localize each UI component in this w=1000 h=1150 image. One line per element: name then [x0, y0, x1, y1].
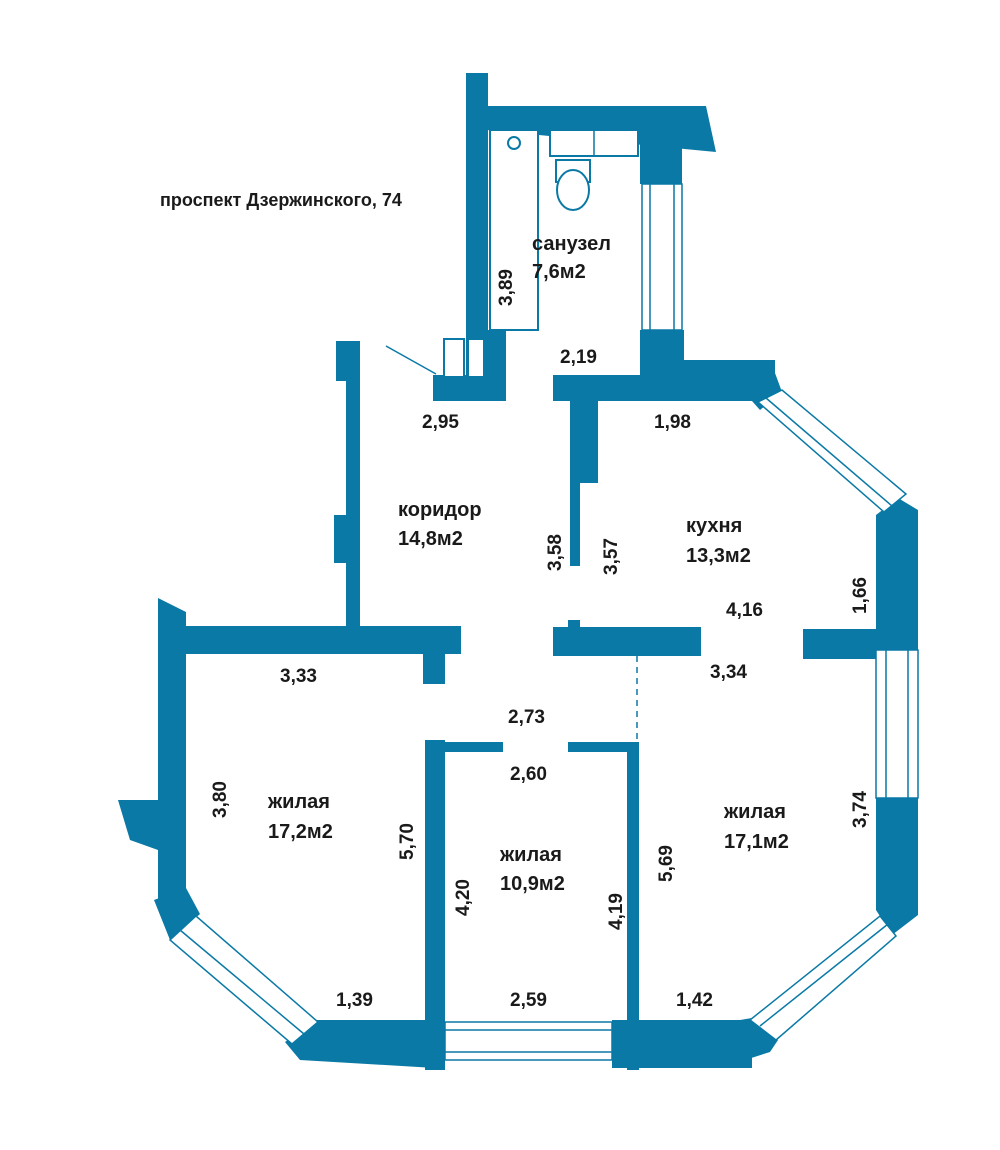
wall: [118, 800, 158, 850]
wall: [627, 742, 639, 1070]
room-area-living-middle: 10,9м2: [500, 873, 565, 895]
wall: [346, 381, 360, 631]
dimension-label: 4,16: [726, 600, 763, 621]
wall: [186, 626, 461, 654]
wall: [740, 1018, 778, 1060]
wall: [158, 598, 186, 905]
wall: [334, 515, 360, 563]
wall: [640, 128, 682, 184]
shaft: [467, 338, 485, 378]
window-pane: [765, 397, 893, 507]
dimension-label: 2,19: [560, 347, 597, 368]
dimension-label: 2,59: [510, 990, 547, 1011]
dimension-label: 1,66: [850, 577, 871, 614]
room-area-corridor: 14,8м2: [398, 528, 463, 550]
dimension-label: 3,58: [545, 534, 566, 571]
door-swing: [385, 345, 437, 375]
dimension-label: 5,70: [397, 823, 418, 860]
walls: [118, 73, 918, 1070]
room-name-living-left: жилая: [267, 791, 330, 813]
shaft: [443, 338, 465, 378]
dimension-label: 1,39: [336, 990, 373, 1011]
dimension-label: 4,19: [606, 893, 627, 930]
wall: [876, 498, 918, 650]
room-name-bathroom: санузел: [532, 233, 611, 255]
bathtub-drain: [507, 136, 521, 150]
wall: [423, 640, 445, 684]
room-name-corridor: коридор: [398, 499, 482, 521]
room-name-living-right: жилая: [723, 801, 786, 823]
dimension-label: 5,69: [656, 845, 677, 882]
wall: [336, 341, 360, 381]
dimension-label: 3,34: [710, 662, 747, 683]
fixtures: [385, 129, 639, 378]
window: [756, 389, 908, 513]
wall: [744, 373, 782, 410]
wall: [154, 888, 200, 940]
wall: [553, 627, 701, 656]
dimension-label: 2,95: [422, 412, 459, 433]
room-name-kitchen: кухня: [686, 515, 742, 537]
window: [168, 914, 320, 1045]
window: [875, 649, 919, 799]
room-area-living-left: 17,2м2: [268, 821, 333, 843]
wall: [425, 740, 445, 1070]
wall: [876, 798, 918, 935]
window: [444, 1021, 613, 1061]
dimension-label: 3,57: [601, 538, 622, 575]
wall: [466, 73, 488, 383]
window: [641, 183, 683, 331]
dimension-label: 3,74: [850, 791, 871, 828]
dimension-label: 3,89: [496, 269, 517, 306]
wall: [568, 742, 638, 752]
room-name-living-middle: жилая: [499, 844, 562, 866]
dimension-label: 1,42: [676, 990, 713, 1011]
wall: [570, 401, 580, 566]
dimension-label: 3,80: [210, 781, 231, 818]
dimension-label: 3,33: [280, 666, 317, 687]
room-area-living-right: 17,1м2: [724, 831, 789, 853]
window-pane: [759, 923, 889, 1027]
dimension-label: 1,98: [654, 412, 691, 433]
wall: [445, 742, 503, 752]
dimension-label: 4,20: [453, 879, 474, 916]
wall: [568, 620, 580, 628]
wall: [612, 1020, 752, 1068]
wall: [285, 1020, 435, 1068]
wall: [580, 401, 598, 483]
toilet-bowl: [556, 169, 590, 211]
dimension-labels: 3,89 2,19 2,95 1,98 3,58 3,57 1,66 4,16 …: [210, 269, 871, 1011]
address-label: проспект Дзержинского, 74: [160, 190, 402, 210]
dimension-label: 2,73: [508, 707, 545, 728]
room-area-kitchen: 13,3м2: [686, 545, 751, 567]
window-pane: [179, 929, 305, 1035]
room-area-bathroom: 7,6м2: [532, 261, 586, 283]
windows: [168, 183, 919, 1061]
wall: [433, 375, 506, 401]
dimension-label: 2,60: [510, 764, 547, 785]
bathtub: [489, 129, 539, 331]
room-labels: санузел 7,6м2 коридор 14,8м2 кухня 13,3м…: [267, 233, 789, 895]
